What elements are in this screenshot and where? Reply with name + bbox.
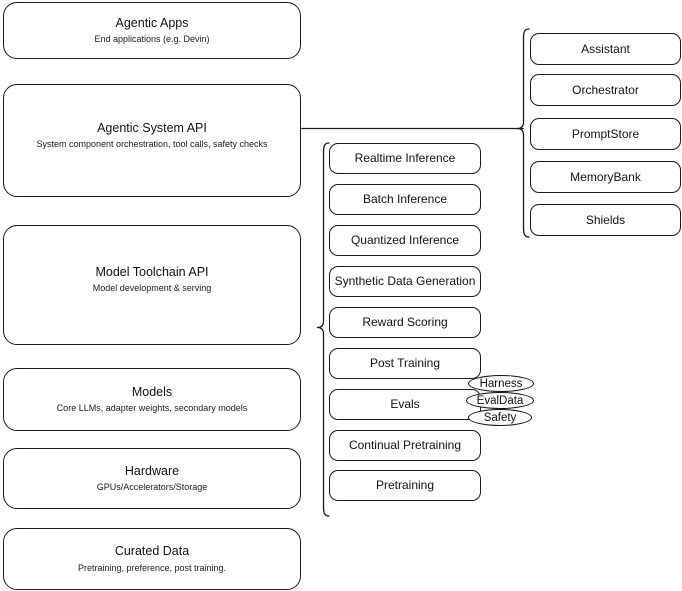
layer-card-agentic-system-api[interactable]: Agentic System API System component orch… bbox=[3, 84, 301, 197]
evals-pill-label: Harness bbox=[479, 377, 523, 390]
capability-quantized-inference[interactable]: Quantized Inference bbox=[329, 225, 481, 256]
layer-card-hardware[interactable]: Hardware GPUs/Accelerators/Storage bbox=[3, 448, 301, 509]
capability-label: Evals bbox=[390, 397, 420, 412]
layer-text-block: Model Toolchain API Model development & … bbox=[93, 265, 212, 294]
brace-middle-column bbox=[316, 142, 330, 517]
capability-label: Quantized Inference bbox=[350, 233, 460, 248]
component-promptstore[interactable]: PromptStore bbox=[530, 118, 681, 150]
capability-reward-scoring[interactable]: Reward Scoring bbox=[329, 307, 481, 338]
component-assistant[interactable]: Assistant bbox=[530, 33, 681, 65]
capability-label: Post Training bbox=[369, 356, 441, 371]
layer-title: Curated Data bbox=[114, 544, 190, 559]
component-label: Shields bbox=[585, 212, 626, 227]
component-label: Orchestrator bbox=[572, 82, 639, 97]
evals-pill-evaldata[interactable]: EvalData bbox=[466, 392, 534, 409]
layer-subtitle: End applications (e.g. Devin) bbox=[94, 34, 210, 45]
evals-pill-label: EvalData bbox=[476, 394, 524, 407]
component-orchestrator[interactable]: Orchestrator bbox=[530, 74, 681, 106]
layer-card-agentic-apps[interactable]: Agentic Apps End applications (e.g. Devi… bbox=[3, 2, 301, 59]
capability-post-training[interactable]: Post Training bbox=[329, 348, 481, 379]
capability-label: Reward Scoring bbox=[362, 315, 448, 330]
layer-text-block: Hardware GPUs/Accelerators/Storage bbox=[97, 464, 208, 493]
capability-label: Batch Inference bbox=[362, 192, 448, 207]
layer-title: Hardware bbox=[124, 463, 180, 478]
component-label: PromptStore bbox=[571, 126, 640, 141]
capability-evals[interactable]: Evals bbox=[329, 389, 481, 420]
layer-card-model-toolchain-api[interactable]: Model Toolchain API Model development & … bbox=[3, 225, 301, 345]
layer-text-block: Models Core LLMs, adapter weights, secon… bbox=[57, 385, 248, 414]
capability-batch-inference[interactable]: Batch Inference bbox=[329, 184, 481, 215]
layer-subtitle: Model development & serving bbox=[92, 283, 212, 294]
capability-continual-pretraining[interactable]: Continual Pretraining bbox=[329, 430, 481, 461]
brace-right-column bbox=[516, 28, 530, 238]
layer-title: Agentic System API bbox=[97, 121, 207, 135]
layer-subtitle: System component orchestration, tool cal… bbox=[36, 139, 268, 150]
layer-card-curated-data[interactable]: Curated Data Pretraining, preference, po… bbox=[3, 528, 301, 590]
component-shields[interactable]: Shields bbox=[530, 204, 681, 236]
evals-pill-label: Safety bbox=[483, 411, 517, 424]
capability-realtime-inference[interactable]: Realtime Inference bbox=[329, 143, 481, 174]
capability-synthetic-data-generation[interactable]: Synthetic Data Generation bbox=[329, 266, 481, 297]
component-label: Assistant bbox=[581, 41, 630, 56]
layer-text-block: Curated Data Pretraining, preference, po… bbox=[78, 544, 226, 573]
layer-subtitle: Pretraining, preference, post training. bbox=[77, 562, 227, 573]
evals-pill-harness[interactable]: Harness bbox=[468, 375, 534, 392]
layer-text-block: Agentic System API System component orch… bbox=[36, 121, 267, 150]
layer-title: Model Toolchain API bbox=[95, 265, 209, 279]
capability-label: Pretraining bbox=[375, 478, 435, 493]
layer-title: Agentic Apps bbox=[115, 15, 189, 30]
layer-card-models[interactable]: Models Core LLMs, adapter weights, secon… bbox=[3, 368, 301, 431]
layer-title: Models bbox=[131, 384, 173, 399]
component-label: MemoryBank bbox=[570, 169, 641, 184]
layer-subtitle: Core LLMs, adapter weights, secondary mo… bbox=[56, 403, 248, 414]
capability-label: Realtime Inference bbox=[354, 151, 456, 166]
capability-pretraining[interactable]: Pretraining bbox=[329, 470, 481, 501]
component-memorybank[interactable]: MemoryBank bbox=[530, 161, 681, 193]
capability-label: Continual Pretraining bbox=[348, 438, 462, 453]
layer-subtitle: GPUs/Accelerators/Storage bbox=[96, 482, 208, 493]
evals-pill-safety[interactable]: Safety bbox=[468, 409, 532, 426]
layer-text-block: Agentic Apps End applications (e.g. Devi… bbox=[94, 16, 209, 45]
capability-label: Synthetic Data Generation bbox=[334, 274, 476, 289]
